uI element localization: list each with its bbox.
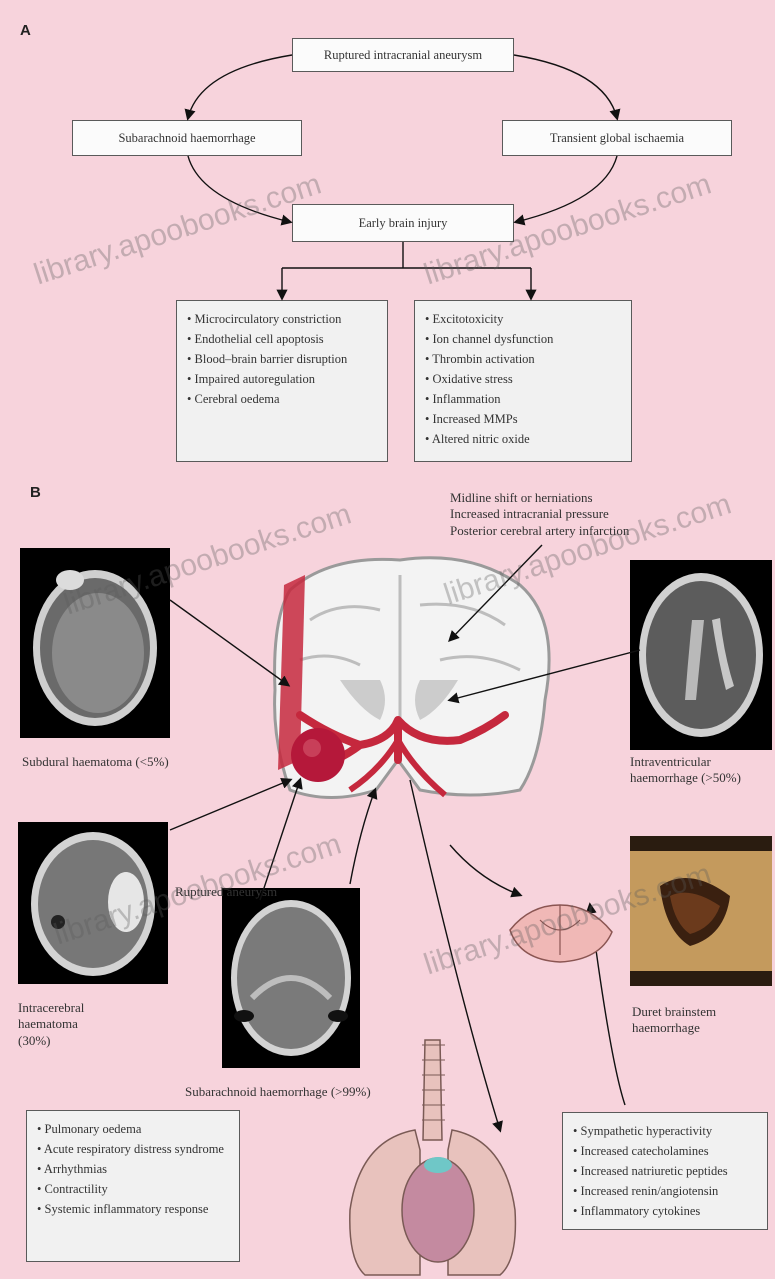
list-item: Increased catecholamines bbox=[573, 1141, 757, 1161]
list-item: Increased natriuretic peptides bbox=[573, 1161, 757, 1181]
list-item: Contractility bbox=[37, 1179, 229, 1199]
list-item: Pulmonary oedema bbox=[37, 1119, 229, 1139]
list-item: Sympathetic hyperactivity bbox=[573, 1121, 757, 1141]
list-item: Acute respiratory distress syndrome bbox=[37, 1139, 229, 1159]
list-item: Increased renin/angiotensin bbox=[573, 1181, 757, 1201]
sympathetic-effects-box: Sympathetic hyperactivity Increased cate… bbox=[562, 1112, 768, 1230]
list-item: Systemic inflammatory response bbox=[37, 1199, 229, 1219]
list-item: Inflammatory cytokines bbox=[573, 1201, 757, 1221]
list-item: Arrhythmias bbox=[37, 1159, 229, 1179]
systemic-effects-box: Pulmonary oedema Acute respiratory distr… bbox=[26, 1110, 240, 1262]
